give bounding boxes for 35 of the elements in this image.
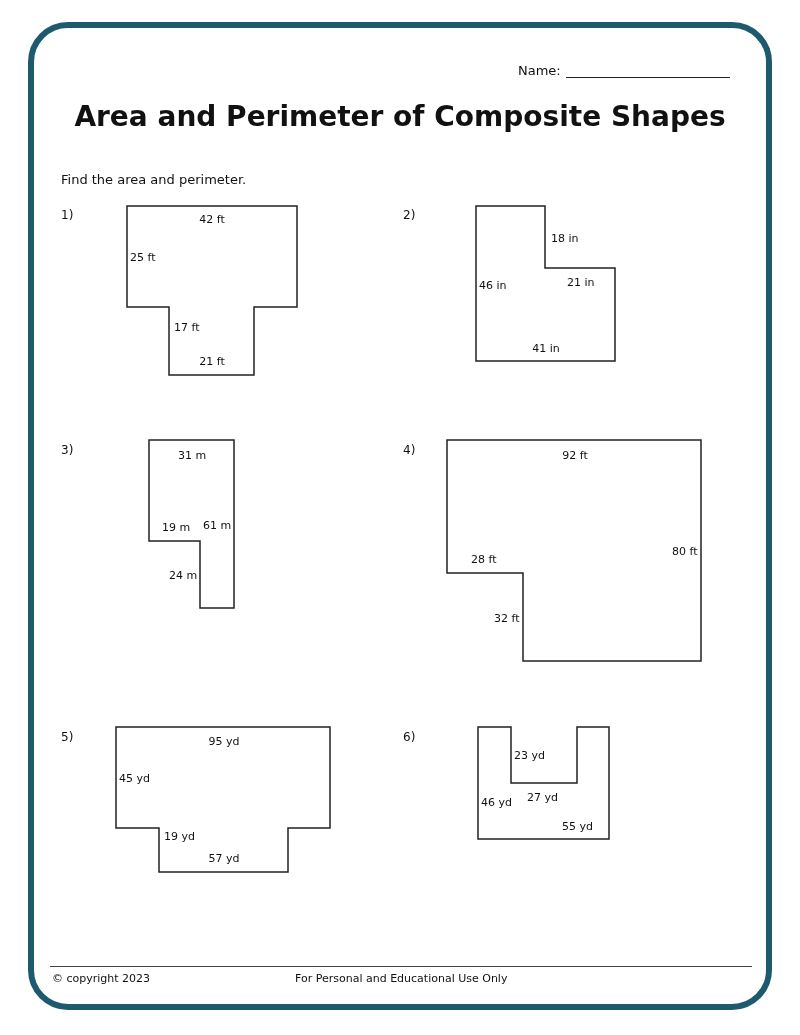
dimension-label: 19 m bbox=[162, 521, 191, 535]
dimension-label: 41 in bbox=[532, 342, 560, 356]
dimension-label: 61 m bbox=[203, 519, 232, 533]
dimension-label: 21 ft bbox=[199, 355, 225, 369]
dimension-label: 24 m bbox=[169, 569, 198, 583]
dimension-label: 17 ft bbox=[174, 321, 200, 335]
instructions: Find the area and perimeter. bbox=[61, 172, 247, 188]
dimension-label: 42 ft bbox=[199, 213, 225, 227]
dimension-label: 27 yd bbox=[527, 791, 558, 805]
problem-number: 5) bbox=[61, 730, 74, 745]
dimension-label: 25 ft bbox=[130, 251, 156, 265]
problem-number: 4) bbox=[403, 443, 416, 458]
problem-number: 2) bbox=[403, 208, 416, 223]
dimension-label: 80 ft bbox=[672, 545, 698, 559]
dimension-label: 46 yd bbox=[481, 796, 512, 810]
dimension-label: 31 m bbox=[177, 449, 207, 463]
dimension-label: 18 in bbox=[551, 232, 579, 246]
dimension-label: 32 ft bbox=[494, 612, 520, 626]
usage-note: For Personal and Educational Use Only bbox=[295, 972, 508, 986]
problem-number: 6) bbox=[403, 730, 416, 745]
dimension-label: 95 yd bbox=[208, 735, 240, 749]
dimension-label: 55 yd bbox=[562, 820, 593, 834]
problem-number: 3) bbox=[61, 443, 74, 458]
dimension-label: 46 in bbox=[479, 279, 507, 293]
dimension-label: 28 ft bbox=[471, 553, 497, 567]
dimension-label: 57 yd bbox=[208, 852, 240, 866]
dimension-label: 19 yd bbox=[164, 830, 195, 844]
dimension-label: 21 in bbox=[567, 276, 595, 290]
title: Area and Perimeter of Composite Shapes bbox=[73, 100, 727, 133]
name-label: Name: bbox=[518, 63, 561, 79]
dimension-label: 92 ft bbox=[562, 449, 588, 463]
problem-number: 1) bbox=[61, 208, 74, 223]
dimension-label: 45 yd bbox=[119, 772, 150, 786]
copyright-note: © copyright 2023 bbox=[52, 972, 151, 986]
dimension-label: 23 yd bbox=[514, 749, 545, 763]
